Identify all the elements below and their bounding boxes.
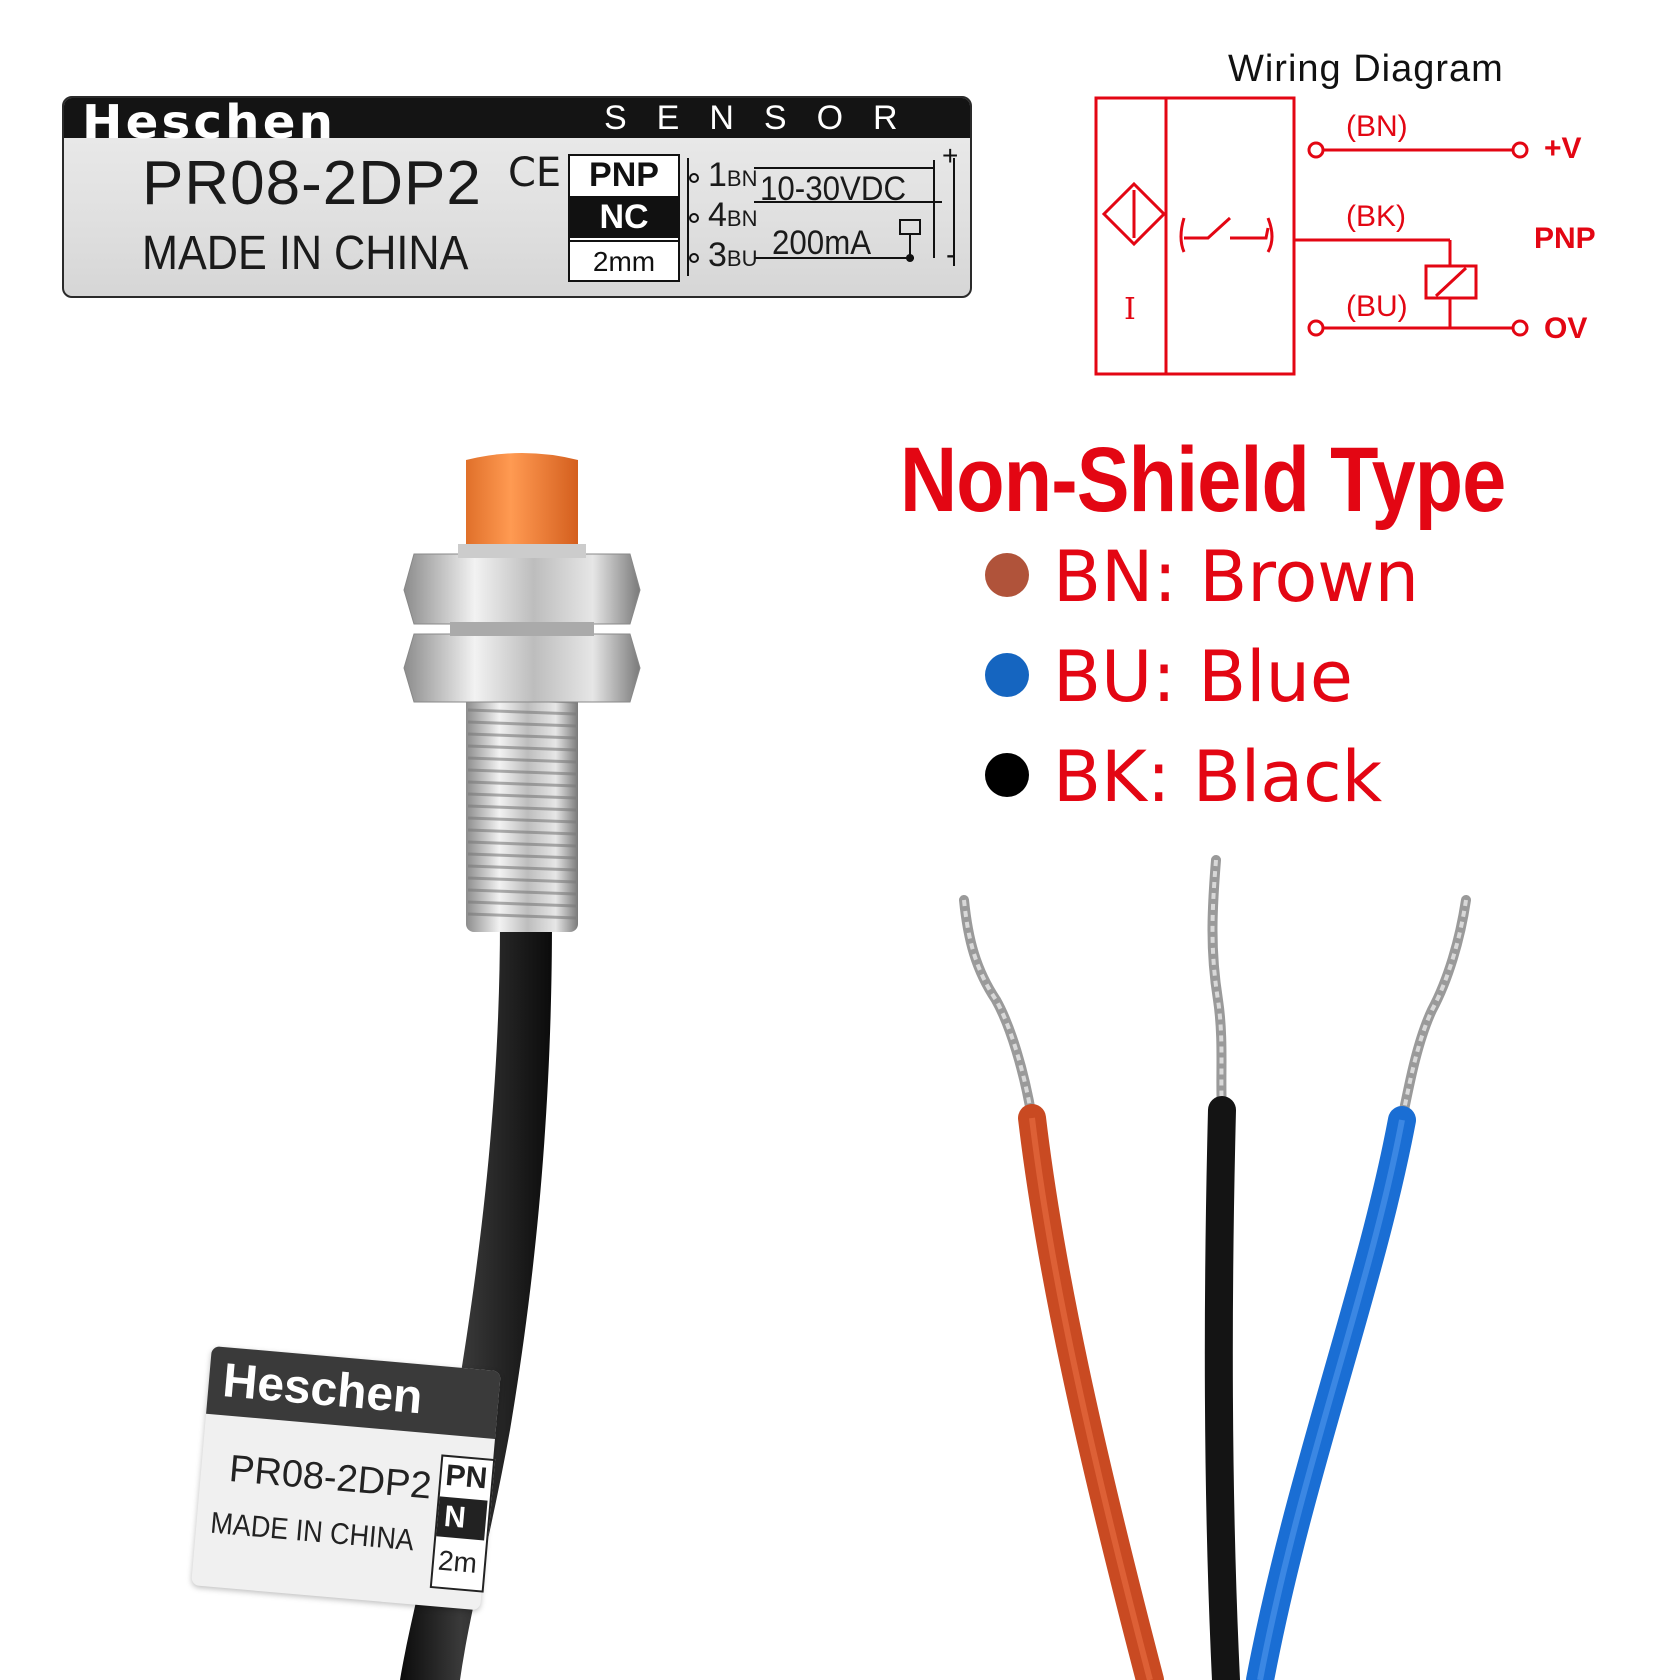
plus-sign: + (942, 140, 959, 171)
wiring-diagram (1094, 96, 1529, 376)
bottom-nut (403, 633, 641, 703)
pin-3: 3BU (708, 236, 758, 274)
wire-code-bk: (BK) (1346, 200, 1406, 233)
spec-box: PNP NC 2mm (568, 154, 680, 282)
thread-line (467, 720, 577, 728)
thread-line (467, 756, 577, 764)
label-circuit-lines (687, 158, 955, 276)
tag-distance: 2m (436, 1544, 479, 1579)
thread-line (467, 876, 577, 884)
current-symbol: I (1124, 292, 1136, 327)
legend-text-black: BK: Black (1053, 736, 1383, 818)
contact-type: NC (570, 196, 678, 238)
thread-line (467, 840, 577, 848)
tag-output-type: PN (444, 1458, 489, 1496)
black-conductor (1207, 855, 1227, 1115)
output-type-pnp: PNP (1534, 222, 1596, 255)
output-type: PNP (589, 156, 659, 194)
sensor-word: SENSOR (604, 99, 928, 137)
legend-text-blue: BU: Blue (1053, 636, 1353, 718)
brand-name: Heschen (82, 96, 337, 149)
brown-dot-icon (985, 553, 1029, 597)
switch-icon (1179, 216, 1274, 253)
model-number: PR08-2DP2 (142, 149, 482, 218)
legend-title: Non-Shield Type (900, 429, 1506, 531)
wire-code-bu: (BU) (1346, 290, 1408, 323)
ce-mark-icon: CE (508, 150, 562, 196)
blue-dot-icon (985, 653, 1029, 697)
current-rating: 200mA (772, 224, 872, 262)
sensor-illustration (400, 453, 641, 1680)
sensor-cable (400, 920, 552, 1680)
thread-line (467, 888, 577, 896)
thread-line (467, 732, 577, 740)
wire-code-bn: (BN) (1346, 110, 1408, 143)
terminal-0v: OV (1544, 312, 1588, 345)
thread-line (467, 768, 577, 776)
tag-contact: N (436, 1496, 488, 1541)
wiring-diagram-title: Wiring Diagram (1228, 48, 1504, 90)
thread-line (467, 852, 577, 860)
thread-line (467, 828, 577, 836)
cable-tag: Heschen PR08-2DP2 MADE IN CHINA PN N 2m (191, 1346, 501, 1611)
brown-conductor (959, 895, 1037, 1123)
thread-line (467, 708, 577, 716)
thread-line (467, 912, 577, 920)
legend-text-brown: BN: Brown (1053, 536, 1419, 618)
thread-line (467, 864, 577, 872)
label-header-bar (64, 98, 970, 138)
product-spec-label: Heschen SENSOR PR08-2DP2 MADE IN CHINA C… (62, 96, 972, 298)
black-wire (1204, 1096, 1240, 1680)
thread-line (467, 816, 577, 824)
black-dot-icon (985, 753, 1029, 797)
origin-text: MADE IN CHINA (142, 227, 469, 280)
thread-line (467, 744, 577, 752)
top-nut (403, 553, 641, 625)
sensor-cap (466, 453, 578, 552)
pin-4: 4BN (708, 196, 758, 234)
wires-illustration (959, 855, 1471, 1680)
thread-line (467, 792, 577, 800)
sensing-distance: 2mm (570, 240, 678, 282)
thread-line (467, 804, 577, 812)
minus-sign: - (946, 238, 956, 271)
thread-line (467, 900, 577, 908)
pin-1: 1BN (708, 156, 758, 194)
brown-wire (1018, 1104, 1164, 1680)
voltage-rating: 10-30VDC (760, 170, 907, 208)
sensor-element-icon (1101, 181, 1167, 247)
thread-line (467, 780, 577, 788)
terminal-plus-v: +V (1544, 132, 1582, 165)
